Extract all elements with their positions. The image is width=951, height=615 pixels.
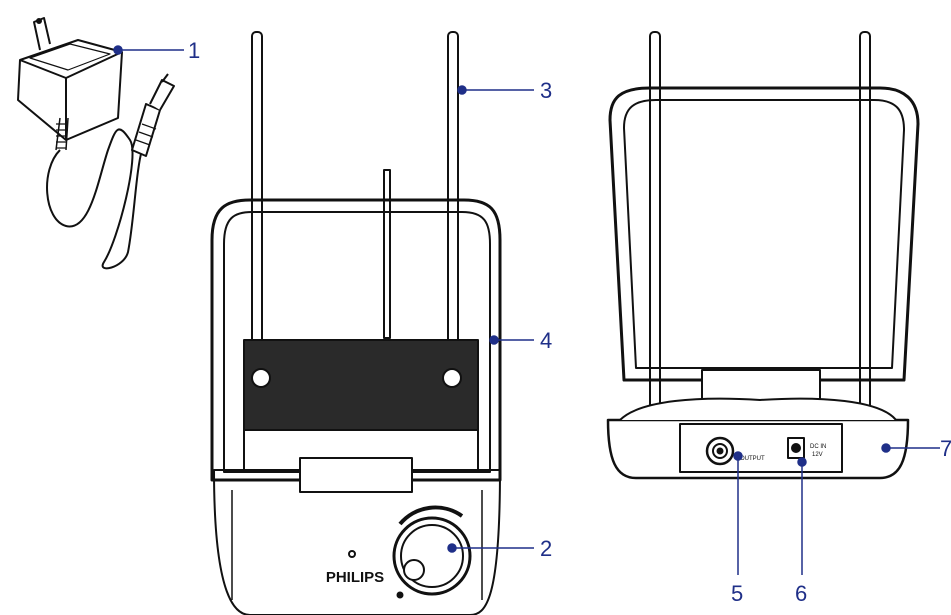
- callout-2: 2: [540, 536, 552, 561]
- power-adapter: [17, 17, 175, 270]
- callout-6: 6: [795, 581, 807, 606]
- callout-lines: [113, 45, 940, 575]
- output-port-label: OUTPUT: [740, 456, 765, 462]
- callout-1: 1: [188, 38, 200, 63]
- dc-in-label: DC IN: [810, 444, 826, 450]
- callout-3: 3: [540, 78, 552, 103]
- dc-in-voltage-label: 12V: [812, 452, 823, 458]
- brand-logo: PHILIPS: [326, 569, 384, 586]
- callout-numbers: 1 2 3 4 5 6 7: [188, 38, 951, 606]
- antenna-back-view: [606, 31, 920, 480]
- antenna-front-view: [210, 31, 502, 615]
- callout-5: 5: [731, 581, 743, 606]
- callout-4: 4: [540, 328, 552, 353]
- callout-7: 7: [940, 436, 951, 461]
